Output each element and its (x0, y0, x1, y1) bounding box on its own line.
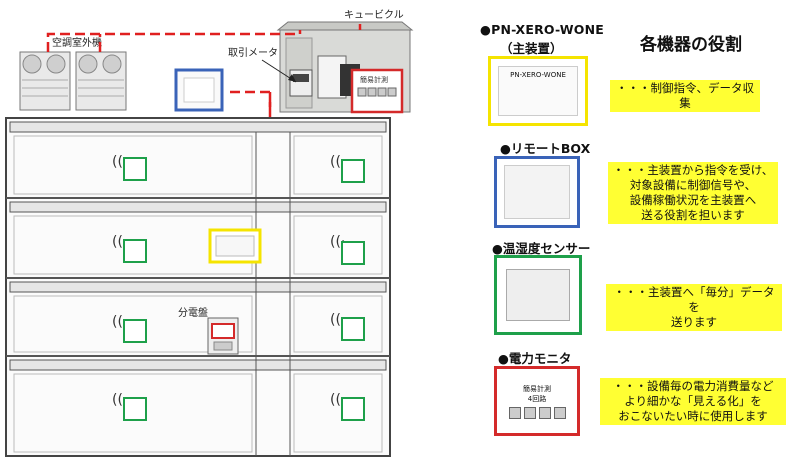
role-remote-box: ・・・主装置から指令を受け、 対象設備に制御信号や、 設備稼働状況を主装置へ 送… (608, 162, 778, 224)
sensor: ((· (112, 234, 147, 263)
ac-outdoor-units (19, 51, 127, 111)
sensor: ((· (330, 312, 365, 341)
power-monitor-image: 簡易計測 4回路 (494, 366, 580, 436)
remote-box-image (494, 156, 580, 228)
device-role-panel: ●PN-XERO-WONE （主装置） 各機器の役割 PN-XERO-WONE … (470, 0, 800, 466)
cubicle-label: キュービクル (344, 9, 404, 21)
main-device-subtitle: （主装置） (500, 41, 563, 56)
main-device-image: PN-XERO-WONE (488, 56, 588, 126)
role-main: ・・・制御指令、データ収集 (610, 80, 760, 112)
meter-label: 取引メータ (228, 47, 278, 59)
building (5, 117, 391, 457)
main-device-name: ●PN-XERO-WONE (480, 22, 604, 37)
sensor: ((· (112, 154, 147, 181)
main-device-label: PN-XERO-WONE (498, 66, 578, 116)
cubicle-monitor-caption: 簡易計測 (360, 75, 388, 84)
sensor: ((· (330, 392, 365, 421)
role-sensor: ・・・主装置へ「毎分」データを 送ります (606, 284, 782, 331)
sensor: ((· (112, 392, 147, 421)
sensor: ((· (330, 234, 365, 265)
sensor-image (494, 255, 582, 335)
distribution-board-label: 分電盤 (178, 306, 208, 319)
distribution-board (207, 317, 239, 355)
power-monitor-caption: 簡易計測 (523, 384, 551, 393)
power-monitor-name: ●電力モニタ (498, 351, 572, 366)
sensor: ((· (330, 154, 365, 183)
power-monitor-label: 4回路 (527, 394, 547, 403)
ac-outdoor-label: 空調室外機 (52, 36, 102, 49)
building-system-diagram: 空調室外機 キュービクル 取引メータ 簡易計測 (5, 9, 414, 457)
sensors: ((· ((· ((· ((· ((· ((· ((· ((· (112, 154, 365, 421)
remote-box-name: ●リモートBOX (500, 141, 591, 156)
sensor: ((· (112, 314, 147, 343)
sensor-name: ●温湿度センサー (492, 241, 591, 256)
role-title: 各機器の役割 (640, 35, 742, 55)
role-power-monitor: ・・・設備毎の電力消費量など より細かな「見える化」を おこないたい時に使用しま… (600, 378, 786, 425)
